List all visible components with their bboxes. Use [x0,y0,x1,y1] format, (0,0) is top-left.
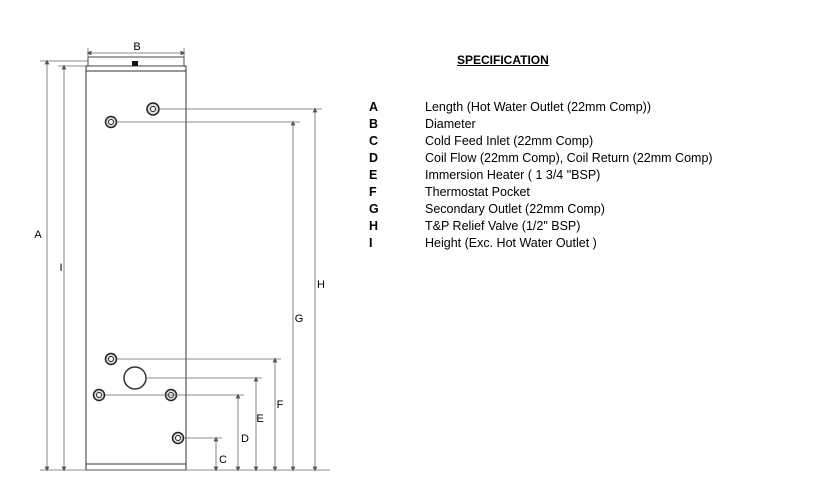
specification-list: A Length (Hot Water Outlet (22mm Comp)) B… [369,99,713,252]
spec-item-b: B Diameter [369,116,713,133]
spec-item-c: C Cold Feed Inlet (22mm Comp) [369,133,713,150]
thermostat-pocket-fitting [104,352,118,366]
fittings [92,102,185,445]
immersion-heater-boss [123,366,147,390]
tp-relief-valve-fitting [146,102,160,116]
dimension-label-c: C [219,454,227,466]
spec-code: I [369,236,373,250]
spec-code: C [369,134,379,148]
dimension-label-e: E [256,413,263,425]
spec-code: B [369,117,379,131]
dimension-label-h: H [317,279,325,291]
dimension-lines [40,48,330,472]
spec-item-d: D Coil Flow (22mm Comp), Coil Return (22m… [369,150,713,167]
spec-description: Coil Flow (22mm Comp), Coil Return (22mm… [425,151,713,165]
hot-water-outlet-stub [132,61,138,66]
spec-description: Immersion Heater ( 1 3/4 "BSP) [425,168,601,182]
coil-flow-fitting [92,388,106,402]
spec-item-f: F Thermostat Pocket [369,184,713,201]
spec-code: F [369,185,377,199]
spec-description: Cold Feed Inlet (22mm Comp) [425,134,594,148]
spec-item-e: E Immersion Heater ( 1 3/4 "BSP) [369,167,713,184]
spec-code: A [369,100,379,114]
dimension-label-a: A [34,229,42,241]
spec-description: T&P Relief Valve (1/2" BSP) [425,219,581,233]
spec-code: G [369,202,379,216]
specification-title: SPECIFICATION [457,53,549,67]
dimension-label-f: F [277,399,284,411]
spec-description: Length (Hot Water Outlet (22mm Comp)) [425,100,651,114]
cylinder-body [85,56,187,471]
spec-item-g: G Secondary Outlet (22mm Comp) [369,201,713,218]
spec-description: Secondary Outlet (22mm Comp) [425,202,605,216]
spec-description: Thermostat Pocket [425,185,530,199]
spec-code: D [369,151,379,165]
cold-feed-inlet-fitting [171,431,185,445]
spec-item-h: H T&P Relief Valve (1/2" BSP) [369,218,713,235]
spec-description: Diameter [425,117,476,131]
spec-code: E [369,168,378,182]
spec-code: H [369,219,379,233]
spec-item-a: A Length (Hot Water Outlet (22mm Comp)) [369,99,713,116]
dimension-label-g: G [295,313,304,325]
spec-description: Height (Exc. Hot Water Outlet ) [425,236,597,250]
spec-item-i: I Height (Exc. Hot Water Outlet ) [369,235,713,252]
dimension-label-d: D [241,433,249,445]
secondary-outlet-fitting [104,115,118,129]
dimension-label-b: B [133,41,140,53]
dimension-label-i: I [59,262,62,274]
